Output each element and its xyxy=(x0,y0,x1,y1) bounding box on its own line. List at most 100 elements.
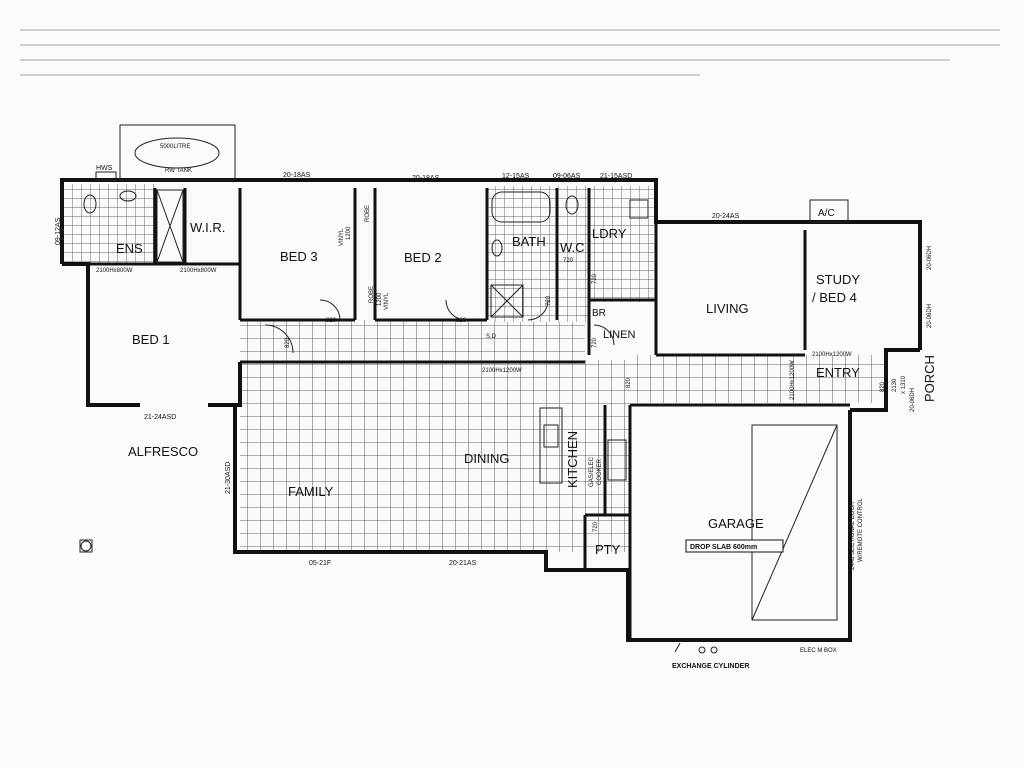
door-dimensions: 2100Hx800W 2100Hx800W 2100Hx1200W 2100Hx… xyxy=(96,258,907,532)
cooker-label-1: GAS/ELEC xyxy=(589,456,595,487)
window-20-06dh-c: 20-06DH xyxy=(910,388,916,412)
room-garage: GARAGE xyxy=(708,516,764,531)
kitchen-sink xyxy=(543,424,559,448)
room-linen: LINEN xyxy=(603,329,635,341)
room-porch: PORCH xyxy=(922,355,937,402)
ens-toilet xyxy=(83,194,97,214)
window-05-21f: 05-21F xyxy=(309,560,331,567)
dim-living-side: 2100Hx1200W xyxy=(790,360,796,400)
window-12-15as: 12-15AS xyxy=(502,173,530,180)
interior-walls xyxy=(88,188,850,640)
window-20-24as: 20-24AS xyxy=(712,213,740,220)
bath-tiles xyxy=(487,186,557,322)
window-20-06dh-b: 20-06DH xyxy=(927,304,933,328)
exchange-cylinder-marker-b xyxy=(710,646,718,654)
label-robe-b: ROBE xyxy=(365,205,371,222)
drop-slab-label: DROP SLAB 600mm xyxy=(690,544,757,551)
room-ldry: LDRY xyxy=(592,226,627,241)
cooker xyxy=(607,439,627,481)
rw-tank-label-2: RW TANK xyxy=(165,168,192,174)
room-bed1: BED 1 xyxy=(132,332,170,347)
ens-basin xyxy=(119,190,137,202)
label-hws: HWS xyxy=(96,165,113,172)
dim-porch-1310: x 1310 xyxy=(901,375,907,394)
rw-tank xyxy=(134,137,220,169)
fixtures xyxy=(79,124,849,654)
vinyl-1200-label-2: 1200 xyxy=(346,226,352,240)
exterior-walls xyxy=(60,178,922,642)
window-20-18as-a: 20-18AS xyxy=(283,172,311,179)
annotations: 5000LITRE RW TANK DROP SLAB 600mm EXCHAN… xyxy=(160,144,864,670)
ens-tiles xyxy=(62,184,154,264)
dim-820-living: 820 xyxy=(626,377,632,388)
tiled-floors xyxy=(62,184,886,552)
room-labels: ENS W.I.R. BED 3 BED 2 BATH W.C LDRY LIV… xyxy=(96,165,937,557)
sd-label: S.D xyxy=(486,334,497,340)
dim-720-pty: 720 xyxy=(593,521,599,532)
dim-720-bath: 720 xyxy=(546,295,552,306)
room-pty: PTY xyxy=(595,542,621,557)
garage-slab xyxy=(751,424,838,621)
elec-box-label: ELEC M BOX xyxy=(800,648,837,654)
room-bed3: BED 3 xyxy=(280,249,318,264)
window-09-06as: 09-06AS xyxy=(553,173,581,180)
room-entry: ENTRY xyxy=(816,365,860,380)
window-21-30asd: 21-30ASD xyxy=(225,462,232,494)
window-20-21as: 20-21AS xyxy=(449,560,477,567)
dim-ens-door: 2100Hx800W xyxy=(96,268,133,274)
room-br: BR xyxy=(592,308,606,319)
faded-header-text xyxy=(20,29,1000,76)
hws-box xyxy=(95,171,117,181)
room-bath: BATH xyxy=(512,234,546,249)
vinyl-1200-label-1: VINYL xyxy=(339,228,345,246)
room-bed4: / BED 4 xyxy=(812,290,857,305)
room-ens: ENS xyxy=(116,241,143,256)
exchange-cylinder-marker-a xyxy=(698,646,706,654)
window-21-24asd: 21-24ASD xyxy=(144,414,176,421)
garage-door-label-2: W/REMOTE CONTROL xyxy=(858,497,864,562)
dim-820-bed3: 820 xyxy=(326,318,337,324)
room-wir: W.I.R. xyxy=(190,220,225,235)
window-21-15asd: 21-15ASD xyxy=(600,173,632,180)
ens-shower xyxy=(156,189,184,263)
kitchen-bench xyxy=(539,407,563,484)
room-alfresco: ALFRESCO xyxy=(128,444,198,459)
vinyl-1200b-label-2: VINYL xyxy=(384,292,390,310)
ac-unit xyxy=(809,199,849,223)
ldry-tiles xyxy=(589,186,655,302)
wc-tiles xyxy=(557,186,589,322)
room-family: FAMILY xyxy=(288,484,334,499)
label-robe-a: ROBE xyxy=(369,286,375,303)
family-dining-tiles xyxy=(240,360,630,552)
room-kitchen: KITCHEN xyxy=(565,431,580,488)
room-wc: W.C xyxy=(560,240,585,255)
vinyl-1200b-label-1: 1200 xyxy=(377,292,383,306)
window-09-12as: 09-12AS xyxy=(55,217,62,245)
dim-720-ldry: 720 xyxy=(592,273,598,284)
dim-820-bed1: 820 xyxy=(285,337,291,348)
wc-toilet xyxy=(565,195,579,215)
bath-tub xyxy=(491,191,551,223)
room-dining: DINING xyxy=(464,451,510,466)
exchange-cylinder-label: EXCHANGE CYLINDER xyxy=(672,663,749,670)
room-study: STUDY xyxy=(816,272,860,287)
label-ac: A/C xyxy=(818,208,835,219)
hall-tiles xyxy=(240,320,585,362)
bath-basin xyxy=(491,239,503,257)
dim-820-entry: 820 xyxy=(880,381,886,392)
room-bed2: BED 2 xyxy=(404,250,442,265)
dim-porch-2130: 2130 xyxy=(892,378,898,392)
window-20-06dh-a: 20-06DH xyxy=(927,246,933,270)
cooker-label-2: COOKER xyxy=(597,458,603,485)
dim-820-bed2: 820 xyxy=(456,318,467,324)
rw-tank-box xyxy=(119,124,236,181)
dim-wir-door: 2100Hx800W xyxy=(180,268,217,274)
dim-720-wc: 720 xyxy=(563,258,574,264)
window-20-18as-b: 20-18AS xyxy=(412,175,440,182)
dim-720-linen: 720 xyxy=(592,337,598,348)
garage-door-label-1: 2448 SECTIONAL DOOR xyxy=(850,501,856,570)
dim-study-door: 2100Hx1200W xyxy=(812,352,852,358)
room-living: LIVING xyxy=(706,301,749,316)
north-point-icon xyxy=(80,540,92,552)
bath-shower xyxy=(490,284,524,318)
